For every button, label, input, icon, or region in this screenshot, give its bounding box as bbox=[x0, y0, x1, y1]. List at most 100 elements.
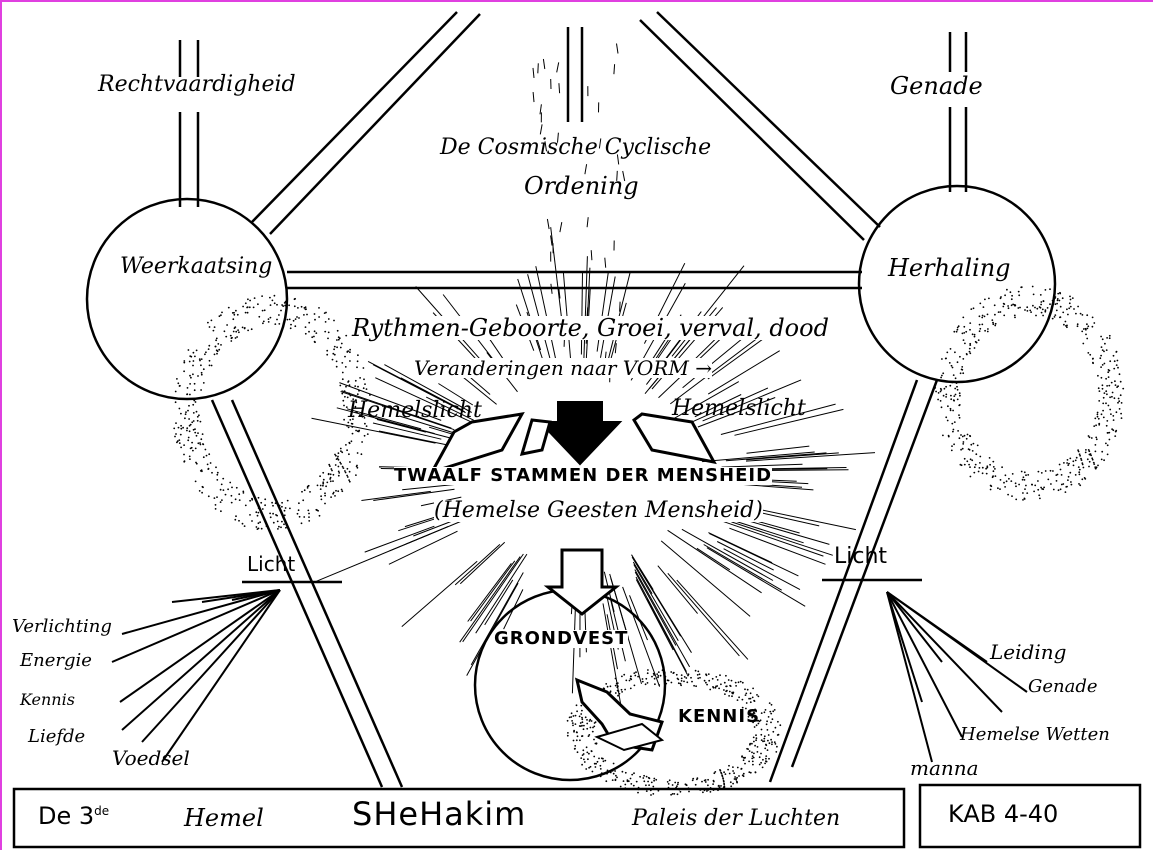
halo-dot bbox=[290, 323, 292, 326]
halo-dot bbox=[337, 338, 340, 341]
halo-dot bbox=[1067, 475, 1070, 478]
halo-dot bbox=[978, 330, 981, 333]
halo-dot bbox=[339, 384, 342, 387]
halo-dot bbox=[324, 321, 327, 323]
halo-dot bbox=[723, 689, 725, 691]
halo-dot bbox=[189, 355, 192, 357]
halo-dot bbox=[1081, 478, 1084, 481]
light-stroke bbox=[729, 527, 826, 565]
halo-dot bbox=[694, 669, 697, 672]
halo-dot bbox=[1098, 390, 1101, 392]
halo-dot bbox=[318, 514, 321, 517]
halo-dot bbox=[711, 677, 714, 680]
halo-dot bbox=[237, 329, 240, 331]
halo-dot bbox=[969, 435, 972, 438]
halo-dot bbox=[718, 687, 720, 690]
halo-dot bbox=[216, 496, 218, 498]
halo-dot bbox=[208, 359, 211, 362]
halo-dot bbox=[340, 450, 342, 452]
halo-dot bbox=[685, 784, 688, 787]
halo-dot bbox=[1024, 488, 1026, 490]
halo-dot bbox=[193, 389, 196, 392]
halo-dot bbox=[754, 744, 756, 747]
halo-dot bbox=[1117, 401, 1119, 404]
halo-dot bbox=[951, 422, 954, 425]
halo-dot bbox=[709, 791, 712, 793]
halo-dot bbox=[973, 335, 976, 338]
halo-dot bbox=[736, 781, 738, 784]
circle-label-reflection: Weerkaatsing bbox=[120, 254, 273, 279]
halo-dot bbox=[981, 466, 984, 469]
halo-dot bbox=[241, 522, 244, 525]
halo-dot bbox=[1108, 438, 1111, 441]
halo-dot bbox=[940, 376, 942, 379]
halo-dot bbox=[588, 752, 590, 755]
halo-dot bbox=[315, 508, 318, 511]
halo-dot bbox=[1013, 314, 1016, 317]
halo-dot bbox=[705, 681, 707, 684]
halo-dot bbox=[1059, 291, 1061, 294]
halo-dot bbox=[213, 326, 216, 328]
halo-dot bbox=[1095, 424, 1097, 427]
halo-dot bbox=[947, 434, 950, 437]
halo-dot bbox=[249, 299, 252, 302]
halo-dot bbox=[622, 780, 625, 782]
halo-dot bbox=[267, 318, 270, 320]
halo-dot bbox=[1095, 466, 1098, 469]
halo-dot bbox=[571, 720, 573, 722]
halo-dot bbox=[249, 499, 252, 502]
halo-dot bbox=[975, 453, 978, 456]
halo-dot bbox=[199, 442, 201, 444]
halo-dot bbox=[657, 671, 660, 673]
halo-dot bbox=[684, 783, 687, 786]
beam-stroke bbox=[616, 43, 619, 54]
halo-dot bbox=[294, 318, 297, 320]
halo-dot bbox=[1118, 408, 1121, 410]
halo-dot bbox=[355, 401, 358, 404]
halo-dot bbox=[954, 351, 956, 354]
halo-dot bbox=[284, 507, 287, 509]
halo-dot bbox=[763, 737, 766, 740]
light-stroke bbox=[311, 417, 436, 444]
halo-dot bbox=[703, 679, 706, 682]
halo-dot bbox=[227, 306, 230, 309]
halo-dot bbox=[593, 762, 596, 765]
halo-dot bbox=[575, 739, 578, 742]
halo-dot bbox=[1097, 374, 1099, 377]
halo-dot bbox=[969, 458, 972, 461]
halo-dot bbox=[1081, 462, 1084, 464]
halo-dot bbox=[198, 490, 201, 492]
halo-dot bbox=[332, 473, 335, 476]
halo-dot bbox=[1056, 299, 1059, 302]
halo-dot bbox=[1040, 301, 1043, 303]
halo-dot bbox=[725, 685, 728, 688]
halo-dot bbox=[771, 741, 773, 743]
halo-dot bbox=[344, 355, 346, 358]
halo-dot bbox=[343, 418, 345, 421]
halo-dot bbox=[1003, 314, 1006, 317]
halo-dot bbox=[666, 679, 669, 682]
halo-dot bbox=[950, 398, 953, 401]
halo-dot bbox=[235, 486, 238, 489]
halo-dot bbox=[341, 451, 344, 454]
halo-dot bbox=[205, 351, 207, 354]
halo-dot bbox=[184, 417, 186, 420]
halo-dot bbox=[624, 783, 627, 786]
halo-dot bbox=[937, 398, 939, 401]
halo-dot bbox=[256, 514, 259, 517]
halo-dot bbox=[349, 461, 351, 463]
ray-label-love: Liefde bbox=[28, 726, 86, 747]
halo-dot bbox=[631, 773, 634, 776]
halo-dot bbox=[691, 680, 693, 683]
halo-dot bbox=[362, 387, 365, 390]
halo-dot bbox=[765, 757, 767, 760]
halo-dot bbox=[574, 714, 577, 717]
halo-dot bbox=[256, 528, 259, 530]
footer-heaven-word: Hemel bbox=[184, 804, 264, 832]
halo-dot bbox=[272, 521, 275, 524]
halo-dot bbox=[202, 456, 205, 459]
halo-dot bbox=[331, 469, 333, 472]
halo-dot bbox=[337, 455, 339, 458]
halo-dot bbox=[635, 671, 637, 674]
halo-dot bbox=[945, 396, 947, 398]
